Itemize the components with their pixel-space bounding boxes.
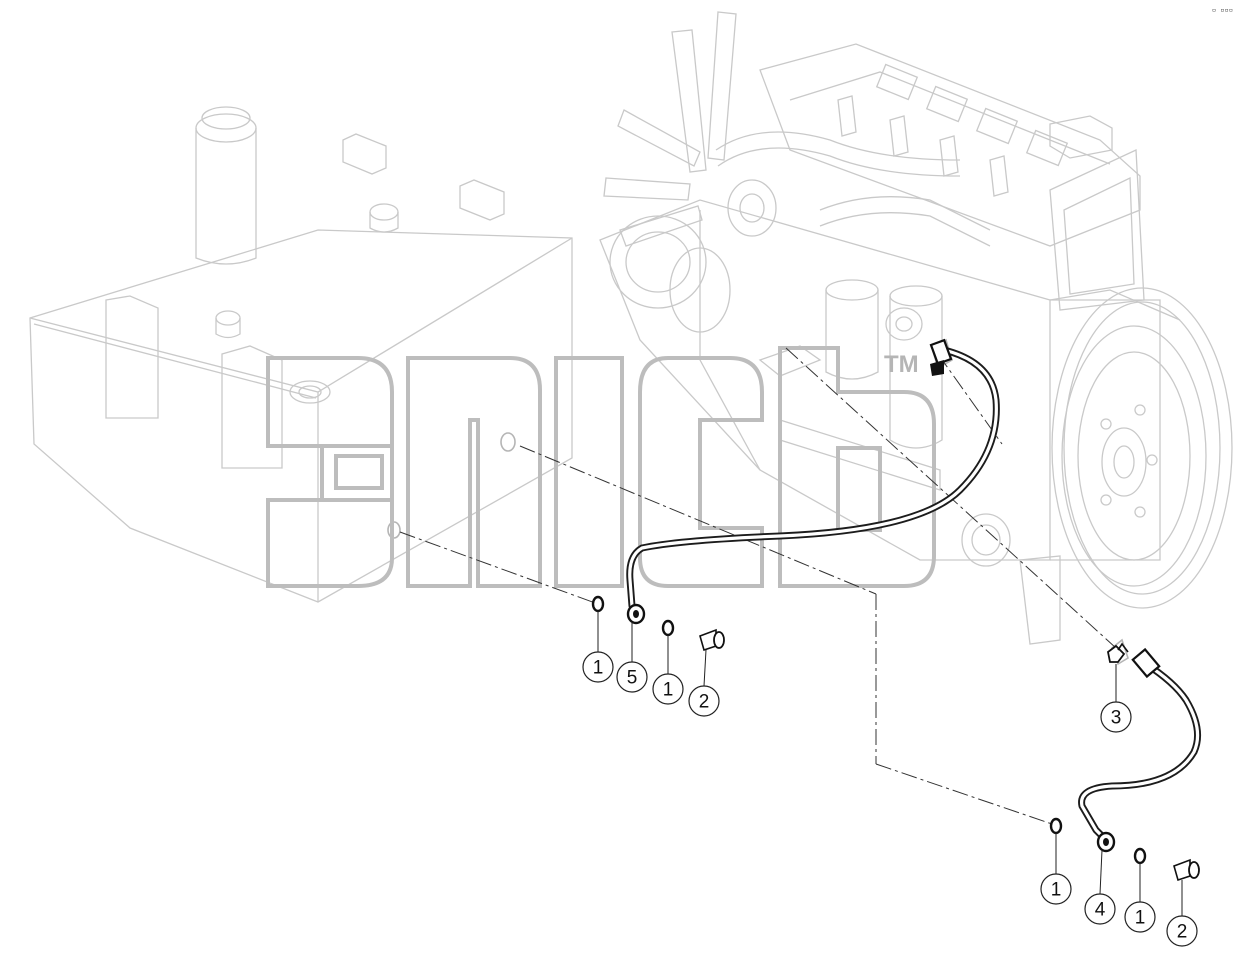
callout-number: 2 xyxy=(1177,922,1188,943)
callouts: 1 5 1 2 3 1 4 1 xyxy=(582,651,1198,947)
callout: 1 xyxy=(652,673,684,705)
callout-number: 1 xyxy=(1051,880,1062,901)
callout: 1 xyxy=(1124,901,1156,933)
hose-assembly-4 xyxy=(1078,647,1202,853)
callout: 4 xyxy=(1084,893,1116,925)
callout-number: 1 xyxy=(663,680,674,701)
callout: 2 xyxy=(1166,915,1198,947)
callout: 2 xyxy=(688,685,720,717)
callout-number: 4 xyxy=(1095,900,1106,921)
callout-number: 5 xyxy=(627,668,638,689)
sealing-washer xyxy=(661,619,675,637)
callout: 5 xyxy=(616,661,648,693)
corner-mark: ▫ ▫▫▫ xyxy=(1212,6,1233,14)
callout-number: 3 xyxy=(1111,708,1122,729)
engine xyxy=(599,11,1233,666)
watermark: TM xyxy=(266,346,936,588)
callout: 3 xyxy=(1100,701,1132,733)
sealing-washer xyxy=(1133,847,1147,865)
callout: 1 xyxy=(1040,873,1072,905)
watermark-tm: TM xyxy=(884,351,919,378)
callout-number: 2 xyxy=(699,692,710,713)
callout-number: 1 xyxy=(593,658,604,679)
fuel-tank xyxy=(29,106,573,603)
callout: 1 xyxy=(582,651,614,683)
callout-number: 1 xyxy=(1135,908,1146,929)
hose-clip xyxy=(1107,642,1129,663)
banjo-bolt xyxy=(1173,858,1200,882)
leader-lines xyxy=(597,611,1183,916)
center-lines xyxy=(399,347,1117,825)
hose-assembly-5 xyxy=(626,338,1000,625)
sealing-washer xyxy=(591,595,605,613)
sealing-washer xyxy=(1049,817,1063,835)
banjo-bolt xyxy=(699,628,725,652)
